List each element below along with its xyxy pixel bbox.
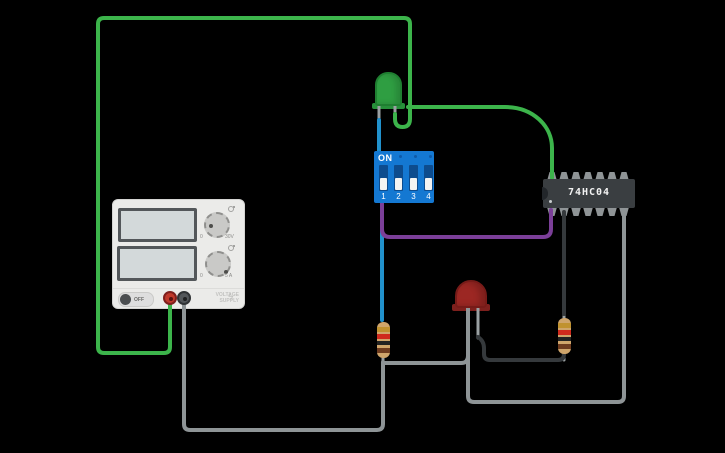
brand-line1: VOLTAGE: [215, 292, 239, 298]
terminal-hole: [169, 297, 173, 301]
dip-number-1: 1: [381, 192, 386, 201]
terminal-negative[interactable]: [177, 291, 191, 305]
ic-pin-top: [595, 172, 605, 181]
ic-pin-top: [559, 172, 569, 181]
wire-gray-red-led-to-ic-gnd[interactable]: [466, 210, 626, 404]
panel-divider: [113, 288, 244, 289]
ic-label: 74HC04: [567, 187, 611, 198]
toggle-label: OFF: [134, 297, 144, 303]
band-red: [377, 334, 390, 339]
voltage-knob-icon: [228, 206, 235, 212]
dip-slot-1: [379, 165, 388, 191]
current-display: [117, 246, 197, 281]
dip-switch[interactable]: ON 1 2 3 4: [374, 151, 434, 203]
ic-pins: [547, 172, 629, 216]
dip-number-3: 3: [411, 192, 416, 201]
wire-gray-supply-gnd[interactable]: [182, 298, 385, 432]
current-knob-max-label: 5 A: [225, 273, 233, 279]
wire-dark-r2-to-red-led[interactable]: [476, 335, 566, 362]
ic-pin-top: [571, 172, 581, 181]
dip-switch-on-label: ON: [378, 153, 393, 163]
current-knob[interactable]: [205, 251, 231, 277]
led-green-body[interactable]: [375, 72, 402, 106]
dip-slot-2: [394, 165, 403, 191]
band-red: [558, 330, 571, 335]
voltage-knob-indicator: [209, 224, 213, 228]
current-knob-icon: [228, 245, 235, 251]
band-gold: [558, 323, 571, 328]
band-brown: [377, 348, 390, 353]
ic-pin-top: [619, 172, 629, 181]
dip-number-4: 4: [426, 192, 431, 201]
wire-green-to-ic-vcc[interactable]: [406, 105, 554, 180]
dip-slider-3[interactable]: [410, 178, 417, 190]
dip-slider-1[interactable]: [380, 178, 387, 190]
led-green-flange: [372, 103, 405, 109]
ic-notch: [542, 187, 548, 200]
voltage-knob-max-label: 30V: [225, 234, 234, 240]
wire-gray-r1-to-red-led[interactable]: [383, 348, 470, 365]
wire-green-led-loop[interactable]: [393, 103, 412, 130]
dip-pin-dot: [429, 155, 432, 158]
band-brown: [558, 344, 571, 349]
dip-slider-2[interactable]: [395, 178, 402, 190]
ic-pin-bottom: [571, 207, 581, 216]
dip-slot-3: [409, 165, 418, 191]
dip-slot-4: [424, 165, 433, 191]
terminal-positive[interactable]: [163, 291, 177, 305]
band-black: [558, 337, 571, 341]
ic-pin-top: [583, 172, 593, 181]
led-red-body[interactable]: [455, 280, 487, 308]
resistor-r2[interactable]: [558, 318, 571, 354]
dip-slider-4[interactable]: [425, 178, 432, 190]
brand-label: VOLTAGE SUPPLY: [203, 292, 239, 304]
ic-pin-top: [607, 172, 617, 181]
voltage-knob[interactable]: [204, 212, 230, 238]
lightning-icon: ϟ: [228, 292, 234, 303]
ic-74hc04[interactable]: 74HC04: [542, 179, 635, 208]
ic-pin-bottom: [583, 207, 593, 216]
current-knob-indicator: [224, 270, 228, 274]
toggle-knob[interactable]: [120, 294, 131, 305]
power-supply[interactable]: 0 30V 0 5 A OFF VOLTAGE SUPPLY ϟ: [112, 199, 245, 309]
current-knob-min-label: 0: [200, 273, 203, 279]
voltage-knob-min-label: 0: [200, 234, 203, 240]
wire-purple-switch-to-ic-pin1[interactable]: [380, 200, 553, 239]
band-gold: [377, 327, 390, 332]
power-toggle[interactable]: OFF: [118, 292, 154, 307]
ic-pin1-dot: [549, 200, 552, 203]
ic-pin-bottom: [607, 207, 617, 216]
dip-pin-dot: [399, 155, 402, 158]
ic-pin-bottom: [595, 207, 605, 216]
terminal-hole: [183, 297, 187, 301]
resistor-r1[interactable]: [377, 322, 390, 358]
band-black: [377, 341, 390, 345]
dip-pin-dot: [414, 155, 417, 158]
dip-number-2: 2: [396, 192, 401, 201]
wire-green-supply-loop[interactable]: [96, 16, 412, 355]
voltage-display: [118, 208, 197, 242]
brand-line2: SUPPLY: [219, 298, 239, 304]
